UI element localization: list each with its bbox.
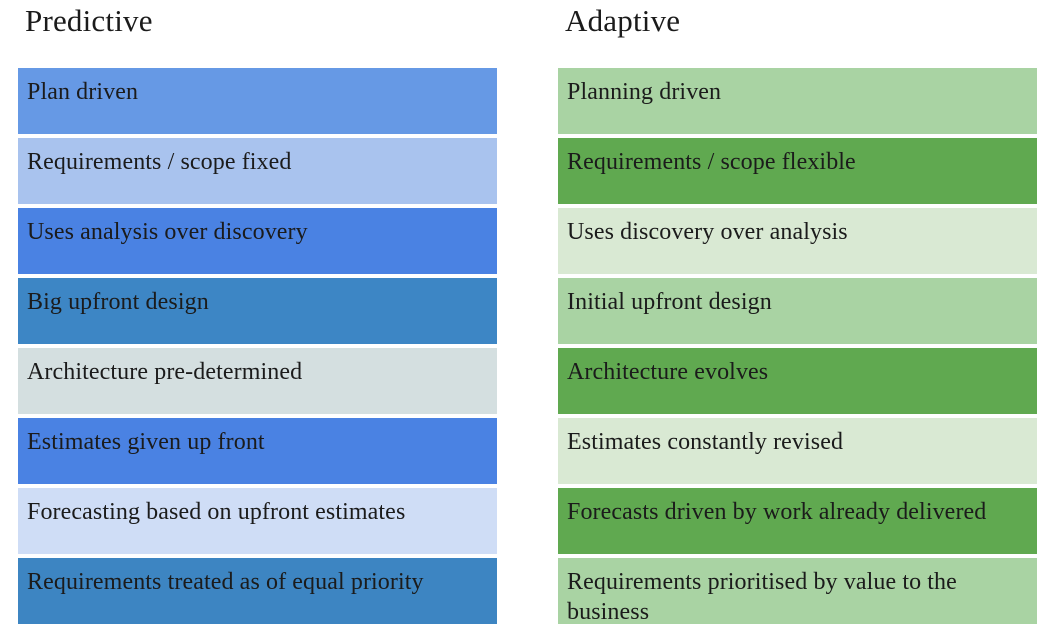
adaptive-row: Planning driven bbox=[558, 68, 1037, 134]
predictive-row: Estimates given up front bbox=[18, 418, 497, 484]
predictive-row: Requirements / scope fixed bbox=[18, 138, 497, 204]
predictive-row: Requirements treated as of equal priorit… bbox=[18, 558, 497, 624]
predictive-row: Forecasting based on upfront estimates bbox=[18, 488, 497, 554]
adaptive-row: Requirements prioritised by value to the… bbox=[558, 558, 1037, 625]
adaptive-row: Uses discovery over analysis bbox=[558, 208, 1037, 274]
adaptive-row: Initial upfront design bbox=[558, 278, 1037, 344]
adaptive-row: Estimates constantly revised bbox=[558, 418, 1037, 484]
column-title-adaptive: Adaptive bbox=[565, 3, 681, 38]
predictive-row: Plan driven bbox=[18, 68, 497, 134]
adaptive-row: Architecture evolves bbox=[558, 348, 1037, 414]
adaptive-rows: Planning driven Requirements / scope fle… bbox=[558, 68, 1037, 625]
column-title-predictive: Predictive bbox=[25, 3, 153, 38]
predictive-row: Big upfront design bbox=[18, 278, 497, 344]
adaptive-row: Requirements / scope flexible bbox=[558, 138, 1037, 204]
predictive-rows: Plan driven Requirements / scope fixed U… bbox=[18, 68, 497, 624]
adaptive-column: Adaptive Planning driven Requirements / … bbox=[558, 0, 1037, 625]
adaptive-row: Forecasts driven by work already deliver… bbox=[558, 488, 1037, 554]
predictive-column: Predictive Plan driven Requirements / sc… bbox=[18, 0, 497, 624]
predictive-row: Architecture pre-determined bbox=[18, 348, 497, 414]
predictive-row: Uses analysis over discovery bbox=[18, 208, 497, 274]
